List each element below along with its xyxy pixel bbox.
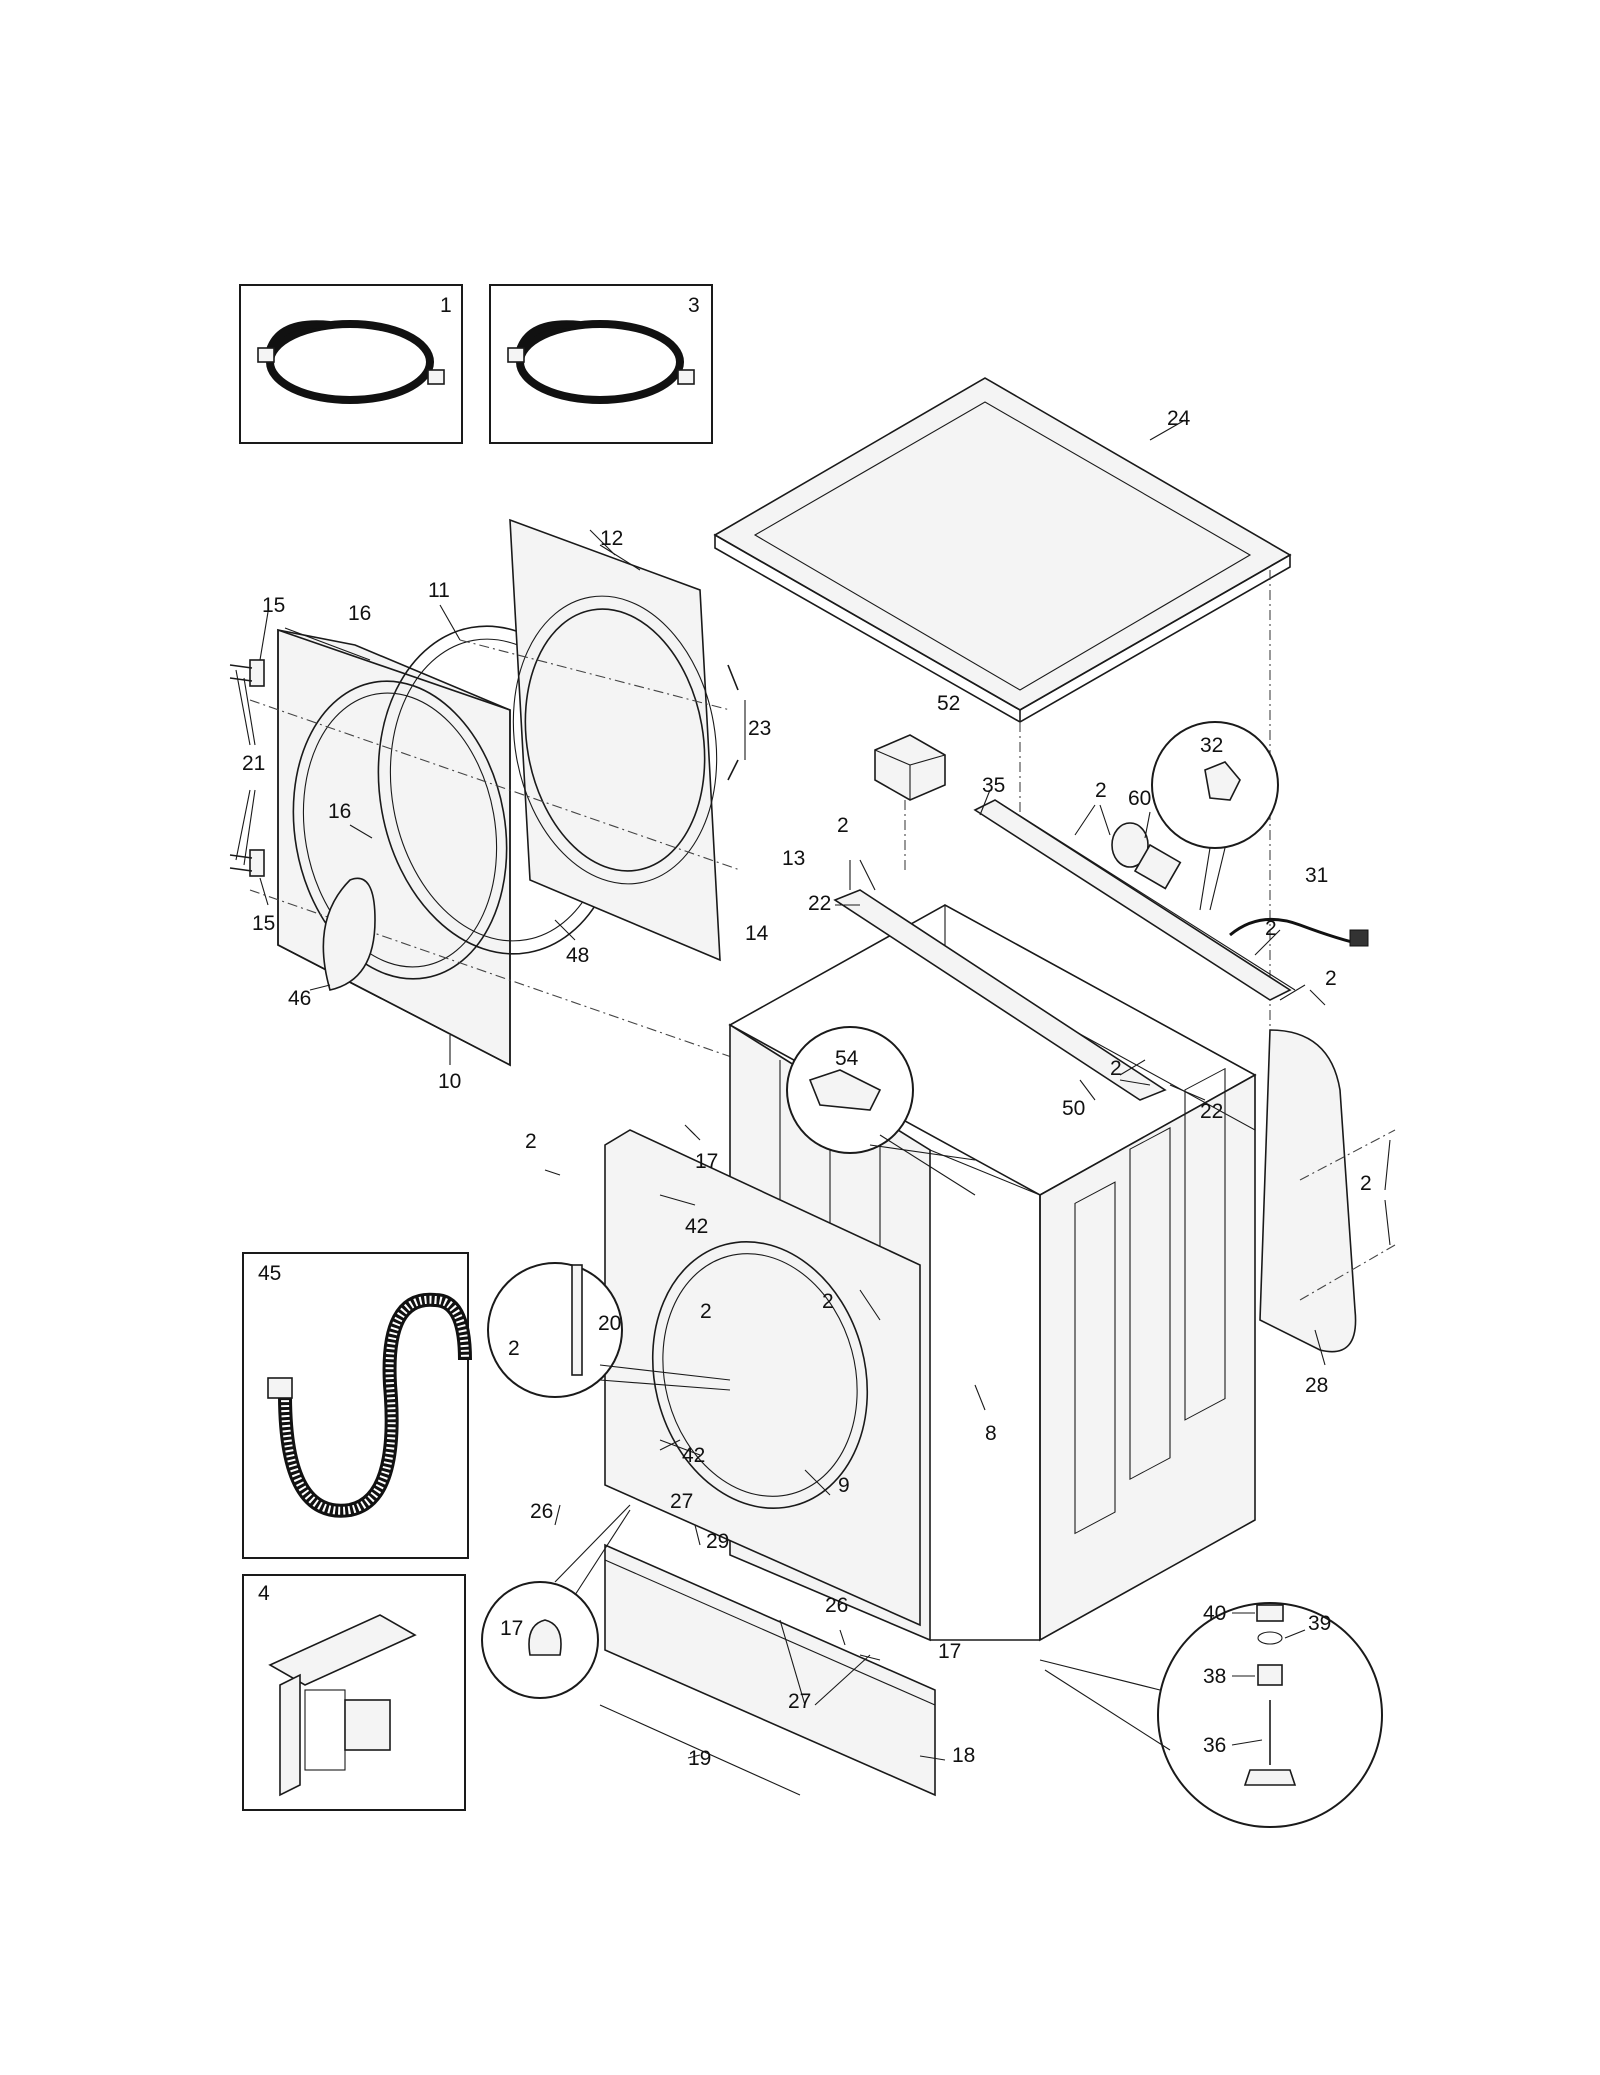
callout-60: 60 <box>1128 787 1151 810</box>
callout-52: 52 <box>937 692 960 715</box>
callout-26-left: 26 <box>530 1500 553 1523</box>
callout-38: 38 <box>1203 1665 1226 1688</box>
callout-9: 9 <box>838 1474 850 1497</box>
callout-2-frontA: 2 <box>700 1300 712 1323</box>
callout-42-lower: 42 <box>682 1444 705 1467</box>
inset-drain-hose[interactable] <box>242 1252 472 1559</box>
callout-39: 39 <box>1308 1612 1331 1635</box>
callout-16-lower: 16 <box>328 800 351 823</box>
callout-13: 13 <box>782 847 805 870</box>
inset-hose-3[interactable]: 3 <box>489 284 713 444</box>
callout-27-upper: 27 <box>670 1490 693 1513</box>
front-lower-panel[interactable] <box>604 1129 921 1627</box>
callout-48: 48 <box>566 944 589 967</box>
callout-3: 3 <box>688 294 700 317</box>
callout-2-cord: 2 <box>1265 917 1277 940</box>
callout-50: 50 <box>1062 1097 1085 1120</box>
inset-hose-1[interactable]: 1 <box>239 284 463 444</box>
callout-16-upper: 16 <box>348 602 371 625</box>
power-cord[interactable] <box>1229 917 1369 947</box>
callout-2-inset20: 2 <box>508 1337 520 1360</box>
callout-18: 18 <box>952 1744 975 1767</box>
callout-14: 14 <box>745 922 769 945</box>
callout-2-frontB: 2 <box>822 1290 834 1313</box>
callout-20: 20 <box>598 1312 621 1335</box>
callout-2-rear: 2 <box>1325 967 1337 990</box>
callout-4: 4 <box>258 1582 270 1605</box>
callout-35: 35 <box>982 774 1005 797</box>
part-60-dispenser[interactable] <box>1111 822 1182 890</box>
callout-23: 23 <box>748 717 771 740</box>
callout-15-lower: 15 <box>252 912 275 935</box>
callout-45: 45 <box>258 1262 281 1285</box>
callout-29: 29 <box>706 1530 729 1553</box>
callout-2-bar: 2 <box>1110 1057 1122 1080</box>
callout-15-upper: 15 <box>262 594 285 617</box>
callout-31: 31 <box>1305 864 1328 887</box>
rear-panel[interactable] <box>1259 1029 1357 1353</box>
callout-17-inset: 17 <box>500 1617 523 1640</box>
hose-3-icon <box>507 320 695 404</box>
callout-2-topright: 2 <box>1095 779 1107 802</box>
callout-19: 19 <box>688 1747 711 1770</box>
callout-46: 46 <box>288 987 311 1010</box>
inset-circle-20[interactable] <box>487 1262 731 1398</box>
callout-12: 12 <box>600 527 623 550</box>
callout-1: 1 <box>440 294 452 317</box>
callout-42-upper: 42 <box>685 1215 708 1238</box>
callout-10: 10 <box>438 1070 461 1093</box>
callout-24: 24 <box>1167 407 1191 430</box>
callout-17-right: 17 <box>938 1640 961 1663</box>
callout-11: 11 <box>428 579 450 602</box>
callout-2-topleft: 2 <box>837 814 849 837</box>
callout-26-right: 26 <box>825 1594 848 1617</box>
callout-32: 32 <box>1200 734 1223 757</box>
inset-circle-leveling-leg[interactable] <box>1039 1602 1383 1828</box>
part-52-box[interactable] <box>874 734 946 801</box>
callout-2-left: 2 <box>525 1130 537 1153</box>
top-panel[interactable]: 24 <box>713 377 1292 1250</box>
hinge-lower[interactable] <box>229 849 265 877</box>
callout-54: 54 <box>835 1047 859 1070</box>
inner-door-frame[interactable] <box>491 518 738 962</box>
callout-40: 40 <box>1203 1602 1226 1625</box>
inset-circle-54[interactable] <box>786 1026 976 1196</box>
door-cushion[interactable] <box>309 877 376 991</box>
callout-8: 8 <box>985 1422 997 1445</box>
callout-21: 21 <box>242 752 265 775</box>
callout-36: 36 <box>1203 1734 1226 1757</box>
hinge-upper[interactable] <box>229 659 265 687</box>
inset-pump-bracket[interactable] <box>242 1574 466 1811</box>
inset-circle-32[interactable] <box>1151 721 1279 911</box>
control-bracket[interactable] <box>973 799 1296 1001</box>
inset-circle-17[interactable] <box>481 1504 631 1699</box>
callout-22-right: 22 <box>1200 1100 1223 1123</box>
kick-plate[interactable] <box>604 1543 936 1797</box>
callout-22-left: 22 <box>808 892 831 915</box>
callout-2-side: 2 <box>1360 1172 1372 1195</box>
hose-1-icon <box>257 320 445 404</box>
callout-27-lower: 27 <box>788 1690 811 1713</box>
callout-17-upper: 17 <box>695 1150 718 1173</box>
callout-28: 28 <box>1305 1374 1328 1397</box>
